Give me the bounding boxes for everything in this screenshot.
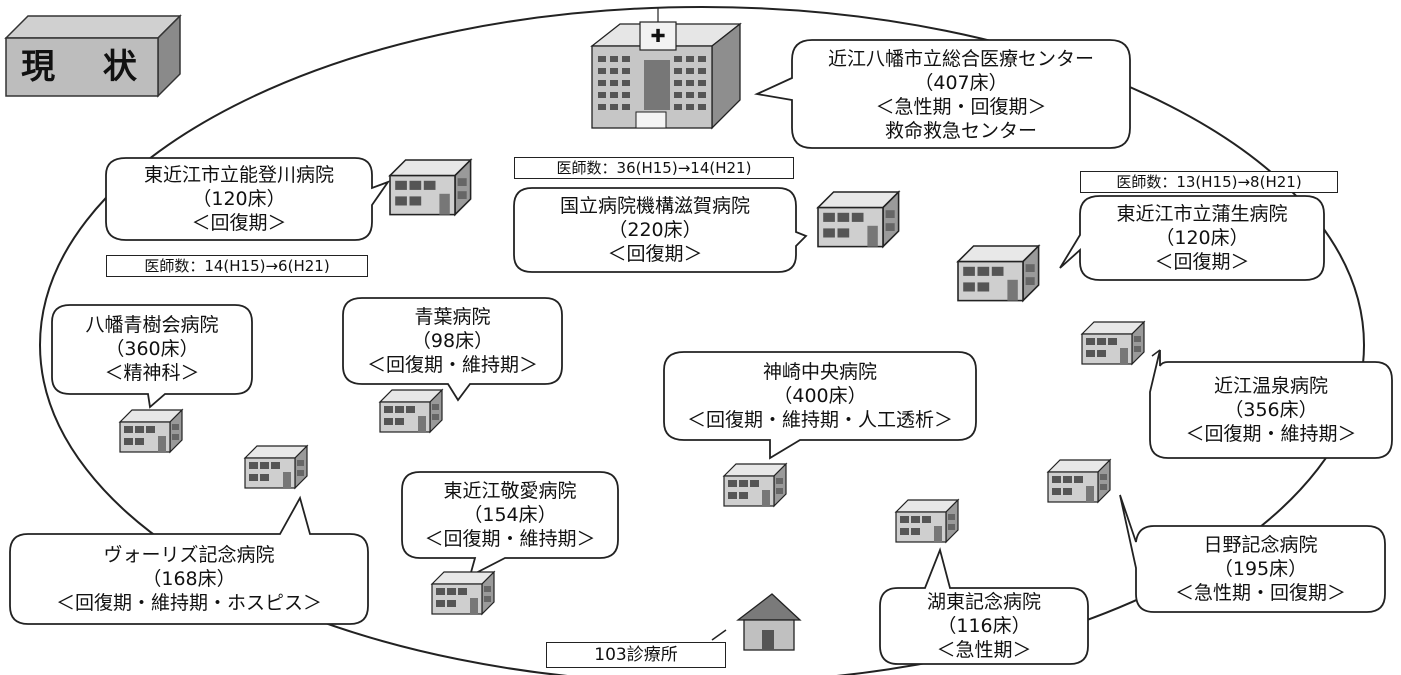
building-onsen [1081, 321, 1145, 365]
hospital-role: ＜回復期・維持期＞ [424, 528, 596, 550]
hospital-name: 国立病院機構滋賀病院 [559, 195, 750, 217]
bubble-koto [879, 547, 1089, 665]
bubble-onsen [1149, 349, 1393, 459]
hospital-role: ＜急性期＞ [936, 639, 1032, 661]
hospital-beds: （120床） [1155, 227, 1249, 249]
hospital-name: 東近江敬愛病院 [443, 480, 577, 502]
hospital-name: ヴォーリズ記念病院 [103, 544, 275, 566]
hospital-aoba: 青葉病院 （98床） ＜回復期・維持期＞ [343, 300, 562, 382]
hospital-name: 東近江市立能登川病院 [143, 164, 334, 186]
bubble-shiga [513, 187, 808, 273]
building-gamo [957, 245, 1040, 302]
hospital-name: 青葉病院 [414, 306, 491, 328]
hospital-onsen: 近江温泉病院 （356床） ＜回復期・維持期＞ [1150, 364, 1392, 456]
building-noto [389, 159, 472, 216]
hospital-name: 日野記念病院 [1203, 534, 1318, 556]
building-omihachiman: ✚ [590, 8, 742, 130]
building-aoba [379, 389, 443, 433]
hospital-extra: 救命救急センター [884, 120, 1037, 142]
building-koto [895, 499, 959, 543]
hospital-role: ＜精神科＞ [104, 362, 200, 384]
bubble-kanzaki [663, 351, 977, 460]
building-keiai [431, 571, 495, 615]
hospital-beds: （400床） [773, 385, 867, 407]
bubble-seijukai [51, 304, 253, 409]
bubble-gamo [1059, 195, 1325, 281]
hospital-gamo: 東近江市立蒲生病院 （120床） ＜回復期＞ [1080, 198, 1324, 278]
hospital-vories: ヴォーリズ記念病院 （168床） ＜回復期・維持期・ホスピス＞ [10, 536, 368, 622]
hospital-beds: （360床） [105, 338, 199, 360]
hospital-role: ＜回復期・維持期＞ [366, 354, 538, 376]
hospital-beds: （154床） [463, 504, 557, 526]
title-block [4, 14, 182, 98]
hospital-beds: （168床） [142, 568, 236, 590]
hospital-beds: （195床） [1213, 558, 1308, 580]
building-hino [1047, 459, 1111, 503]
hospital-omihachiman: 近江八幡市立総合医療センター （407床） ＜急性期・回復期＞ 救命救急センター [792, 44, 1130, 146]
building-kanzaki [723, 463, 787, 507]
hospital-name: 八幡青樹会病院 [85, 314, 219, 336]
hospital-keiai: 東近江敬愛病院 （154床） ＜回復期・維持期＞ [402, 474, 618, 556]
hospital-name: 東近江市立蒲生病院 [1116, 203, 1288, 225]
hospital-name: 神崎中央病院 [762, 361, 877, 383]
doctor-count-gamo: 医師数：13(H15)→8(H21) [1080, 171, 1338, 193]
building-seijukai [119, 409, 183, 453]
hospital-hino: 日野記念病院 （195床） ＜急性期・回復期＞ [1136, 528, 1385, 610]
building-vories [244, 445, 308, 489]
hospital-name: 近江温泉病院 [1213, 375, 1328, 397]
hospital-role: ＜回復期＞ [1154, 251, 1250, 273]
region-ellipse [39, 6, 1365, 675]
hospital-role: ＜急性期・回復期＞ [875, 96, 1047, 118]
hospital-koto: 湖東記念病院 （116床） ＜急性期＞ [880, 590, 1088, 662]
hospital-role: ＜急性期・回復期＞ [1174, 582, 1346, 604]
clinic-house [736, 593, 802, 651]
hospital-role: ＜回復期＞ [607, 243, 703, 265]
page-title: 現 状 [21, 47, 155, 87]
hospital-name: 近江八幡市立総合医療センター [827, 48, 1094, 70]
hospital-beds: （98床） [411, 330, 494, 352]
hospital-role: ＜回復期＞ [191, 212, 287, 234]
bubble-noto [105, 157, 391, 241]
hospital-role: ＜回復期・維持期・人工透析＞ [686, 409, 953, 431]
doctor-count-noto: 医師数：14(H15)→6(H21) [106, 255, 368, 277]
hospital-kanzaki: 神崎中央病院 （400床） ＜回復期・維持期・人工透析＞ [664, 354, 976, 438]
building-shiga [817, 191, 900, 248]
doctor-count-shiga: 医師数：36(H15)→14(H21) [514, 157, 794, 179]
hospital-beds: （116床） [937, 615, 1031, 637]
bubble-vories [9, 495, 369, 625]
bubble-keiai [401, 471, 619, 578]
hospital-seijukai: 八幡青樹会病院 （360床） ＜精神科＞ [52, 306, 252, 392]
hospital-beds: （407床） [914, 72, 1008, 94]
svg-text:✚: ✚ [650, 26, 665, 47]
hospital-name: 湖東記念病院 [926, 591, 1041, 613]
hospital-role: ＜回復期・維持期＞ [1185, 423, 1357, 445]
hospital-beds: （120床） [192, 188, 286, 210]
bubble-hino [1119, 494, 1386, 613]
hospital-beds: （356床） [1224, 399, 1318, 421]
clinic-label: 103診療所 [546, 642, 726, 668]
bubble-aoba [342, 297, 563, 402]
hospital-beds: （220床） [608, 219, 702, 241]
hospital-role: ＜回復期・維持期・ホスピス＞ [55, 592, 322, 614]
hospital-shiga: 国立病院機構滋賀病院 （220床） ＜回復期＞ [514, 190, 796, 270]
bubble-omihachiman [753, 39, 1131, 149]
hospital-noto: 東近江市立能登川病院 （120床） ＜回復期＞ [106, 160, 372, 238]
